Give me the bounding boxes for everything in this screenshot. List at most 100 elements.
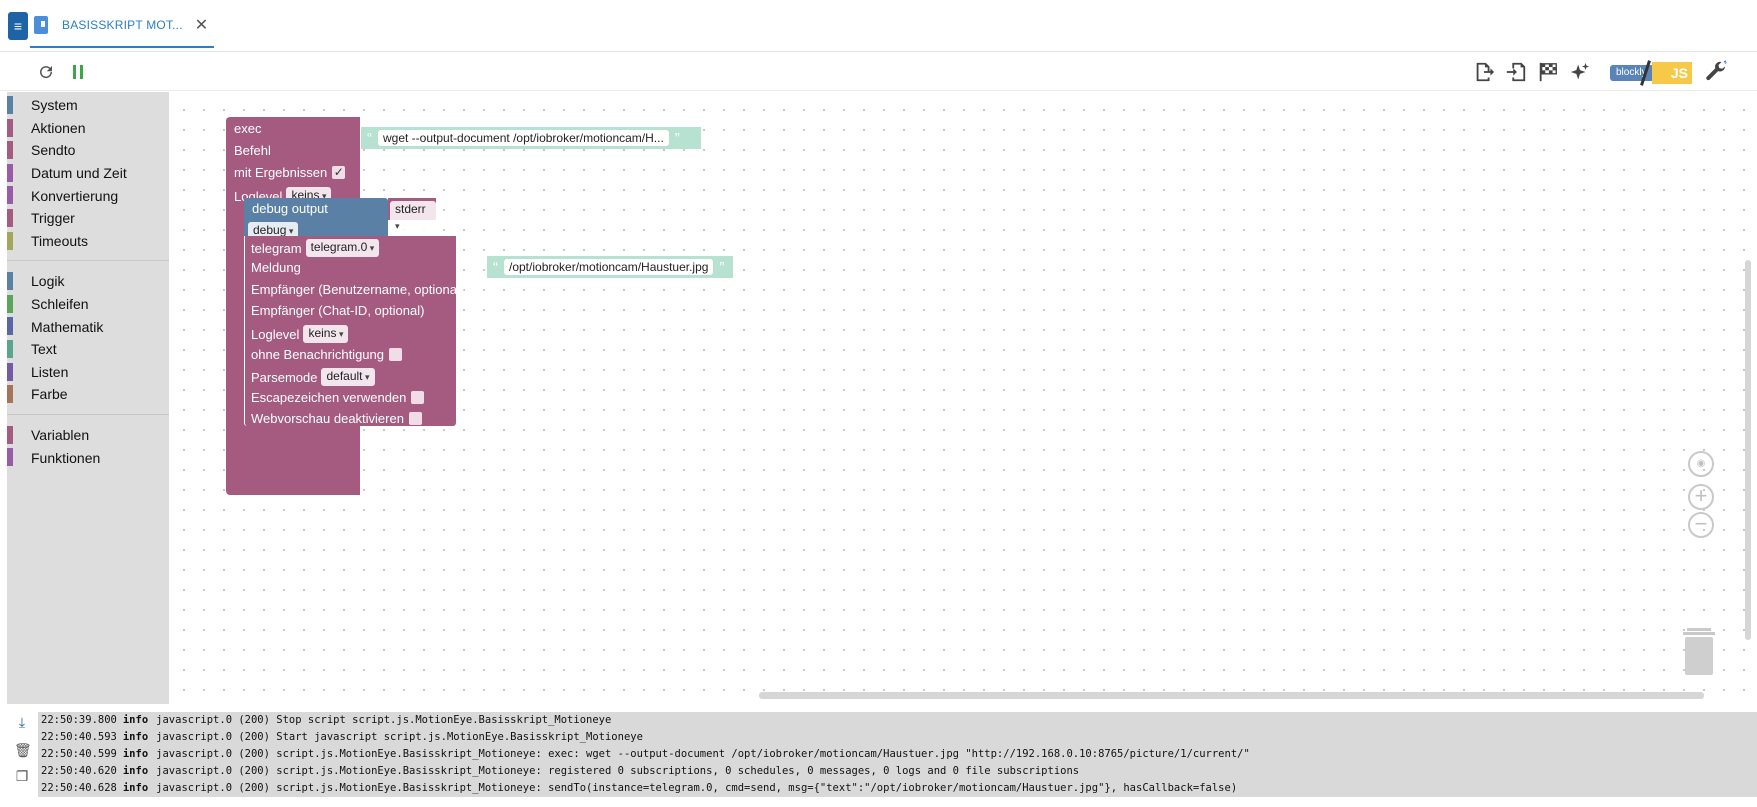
meldung-string-block[interactable]: “ /opt/iobroker/motioncam/Haustuer.jpg ” xyxy=(487,256,733,278)
flag-button[interactable] xyxy=(1536,60,1560,84)
tab-bar: ≡ BASISSKRIPT MOT... ✕ xyxy=(0,0,1757,52)
telegram-instance-dropdown[interactable]: telegram.0 xyxy=(305,239,380,257)
exec-title: exec xyxy=(234,121,262,136)
telegram-title: telegram xyxy=(251,240,302,256)
log-line: 22:50:39.800 info javascript.0 (200) Stop … xyxy=(38,712,1757,729)
tab-label: BASISSKRIPT MOT... xyxy=(62,18,183,32)
log-time: 22:50:39.800 xyxy=(41,714,117,726)
log-level: info xyxy=(122,747,149,760)
copy-icon[interactable]: ❐ xyxy=(15,768,29,784)
toolbox-category-schleifen[interactable]: Schleifen xyxy=(7,293,169,316)
log-text: javascript.0 (200) script.js.MotionEye.B… xyxy=(156,747,1250,760)
log-text: javascript.0 (200) script.js.MotionEye.B… xyxy=(156,764,1080,777)
telegram-escape-checkbox[interactable] xyxy=(411,391,425,404)
zoom-in-icon[interactable]: + xyxy=(1688,484,1714,510)
toolbox-category-datum-und-zeit[interactable]: Datum und Zeit xyxy=(7,162,169,185)
toolbox-category-timeouts[interactable]: Timeouts xyxy=(7,230,169,253)
telegram-ohne-row: ohne Benachrichtigung xyxy=(251,347,402,362)
telegram-loglevel-label: Loglevel xyxy=(251,326,300,342)
zoom-out-icon[interactable]: − xyxy=(1688,512,1714,538)
toolbox-category-funktionen[interactable]: Funktionen xyxy=(7,446,169,469)
log-level: info xyxy=(122,714,149,726)
toolbox-category-mathematik[interactable]: Mathematik xyxy=(7,315,169,338)
telegram-block[interactable]: telegram telegram.0 Meldung Empfänger (B… xyxy=(244,236,464,426)
telegram-parsemode-label: Parsemode xyxy=(251,369,318,385)
settings-button[interactable] xyxy=(1704,60,1728,84)
log-text: javascript.0 (200) Stop script script.js… xyxy=(156,714,612,726)
toolbox-category-logik[interactable]: Logik xyxy=(7,270,169,293)
exec-results-checkbox[interactable]: ✓ xyxy=(332,165,346,179)
tab-script[interactable]: BASISSKRIPT MOT... ✕ xyxy=(30,4,214,48)
telegram-webvorschau-checkbox[interactable] xyxy=(408,412,422,425)
log-toolbar: ⤓ 🗑 ❐ xyxy=(7,704,37,807)
reload-button[interactable] xyxy=(34,60,58,84)
telegram-ohne-label: ohne Benachrichtigung xyxy=(251,347,384,362)
clear-log-icon[interactable]: 🗑 xyxy=(14,742,32,758)
blockly-workspace[interactable]: exec Befehl mit Ergebnissen ✓ Loglevel k… xyxy=(169,92,1757,704)
close-quote-icon: ” xyxy=(674,129,680,147)
pause-button[interactable] xyxy=(66,60,90,84)
toolbox-category-system[interactable]: System xyxy=(7,94,169,117)
log-level: info xyxy=(122,781,149,794)
telegram-parsemode-dropdown[interactable]: default xyxy=(321,368,375,386)
toolbox-category-farbe[interactable]: Farbe xyxy=(7,383,169,406)
telegram-escape-row: Escapezeichen verwenden xyxy=(251,390,425,405)
recenter-icon[interactable]: ◉ xyxy=(1688,451,1714,477)
toolbox-separator xyxy=(7,406,169,415)
debug-level-row: debug xyxy=(244,222,299,240)
debug-level-dropdown[interactable]: debug xyxy=(248,222,299,240)
trash-icon[interactable] xyxy=(1681,628,1717,676)
befehl-string-block[interactable]: “ wget --output-document /opt/iobroker/m… xyxy=(361,127,701,149)
vertical-scrollbar[interactable] xyxy=(1745,260,1751,640)
menu-icon[interactable]: ≡ xyxy=(8,12,28,40)
meldung-value[interactable]: /opt/iobroker/motioncam/Haustuer.jpg xyxy=(504,259,714,275)
toolbox-category-text[interactable]: Text xyxy=(7,338,169,361)
magic-button[interactable] xyxy=(1568,60,1592,84)
debug-value-block[interactable]: stderr xyxy=(388,198,436,235)
log-level: info xyxy=(122,730,149,743)
telegram-meldung-label: Meldung xyxy=(251,260,301,275)
toolbox-category-trigger[interactable]: Trigger xyxy=(7,207,169,230)
toolbar: blockly JS xyxy=(0,53,1757,91)
toolbox-category-variablen[interactable]: Variablen xyxy=(7,424,169,447)
telegram-ohne-checkbox[interactable] xyxy=(389,348,402,361)
open-quote-icon: “ xyxy=(367,129,372,147)
reload-icon xyxy=(40,66,53,79)
debug-value-dropdown[interactable]: stderr xyxy=(390,201,436,235)
telegram-title-row: telegram telegram.0 xyxy=(251,239,380,257)
log-text: javascript.0 (200) script.js.MotionEye.B… xyxy=(156,781,1238,794)
horizontal-scrollbar[interactable] xyxy=(759,692,1704,699)
debug-output-block[interactable]: debug output debug xyxy=(244,198,388,242)
log-time: 22:50:40.628 xyxy=(41,781,117,794)
script-file-icon xyxy=(34,16,48,34)
toolbox-category-aktionen[interactable]: Aktionen xyxy=(7,117,169,140)
scroll-down-icon[interactable]: ⤓ xyxy=(18,714,26,730)
exec-results-row: mit Ergebnissen ✓ xyxy=(234,165,346,180)
log-time: 22:50:40.593 xyxy=(41,730,117,743)
open-quote-icon: “ xyxy=(493,258,498,276)
import-button[interactable] xyxy=(1504,60,1528,84)
exec-befehl-label: Befehl xyxy=(234,143,271,158)
telegram-webvorschau-row: Webvorschau deaktivieren xyxy=(251,411,422,426)
import-icon xyxy=(1506,62,1526,82)
exec-results-label: mit Ergebnissen xyxy=(234,165,328,180)
close-icon[interactable]: ✕ xyxy=(194,17,209,34)
close-quote-icon: ” xyxy=(719,258,725,276)
toolbox-category-konvertierung[interactable]: Konvertierung xyxy=(7,184,169,207)
pause-icon xyxy=(73,65,83,79)
log-lines: 22:50:39.800 info javascript.0 (200) Stop … xyxy=(38,712,1757,797)
blockly-js-toggle[interactable]: blockly JS xyxy=(1606,60,1694,86)
telegram-loglevel-dropdown[interactable]: keins xyxy=(303,325,349,343)
log-time: 22:50:40.620 xyxy=(41,764,117,777)
telegram-webvorschau-label: Webvorschau deaktivieren xyxy=(251,411,404,426)
toolbox-category-listen[interactable]: Listen xyxy=(7,361,169,384)
befehl-value[interactable]: wget --output-document /opt/iobroker/mot… xyxy=(378,130,669,146)
telegram-empfaenger-chat-label: Empfänger (Chat-ID, optional) xyxy=(251,303,425,318)
export-button[interactable] xyxy=(1472,60,1496,84)
telegram-loglevel-row: Loglevel keins xyxy=(251,325,349,343)
toolbox-category-sendto[interactable]: Sendto xyxy=(7,139,169,162)
toolbox-separator xyxy=(7,252,169,262)
log-panel: ⤓ 🗑 ❐ 22:50:39.800 info javascript.0 (200)… xyxy=(7,704,1757,807)
